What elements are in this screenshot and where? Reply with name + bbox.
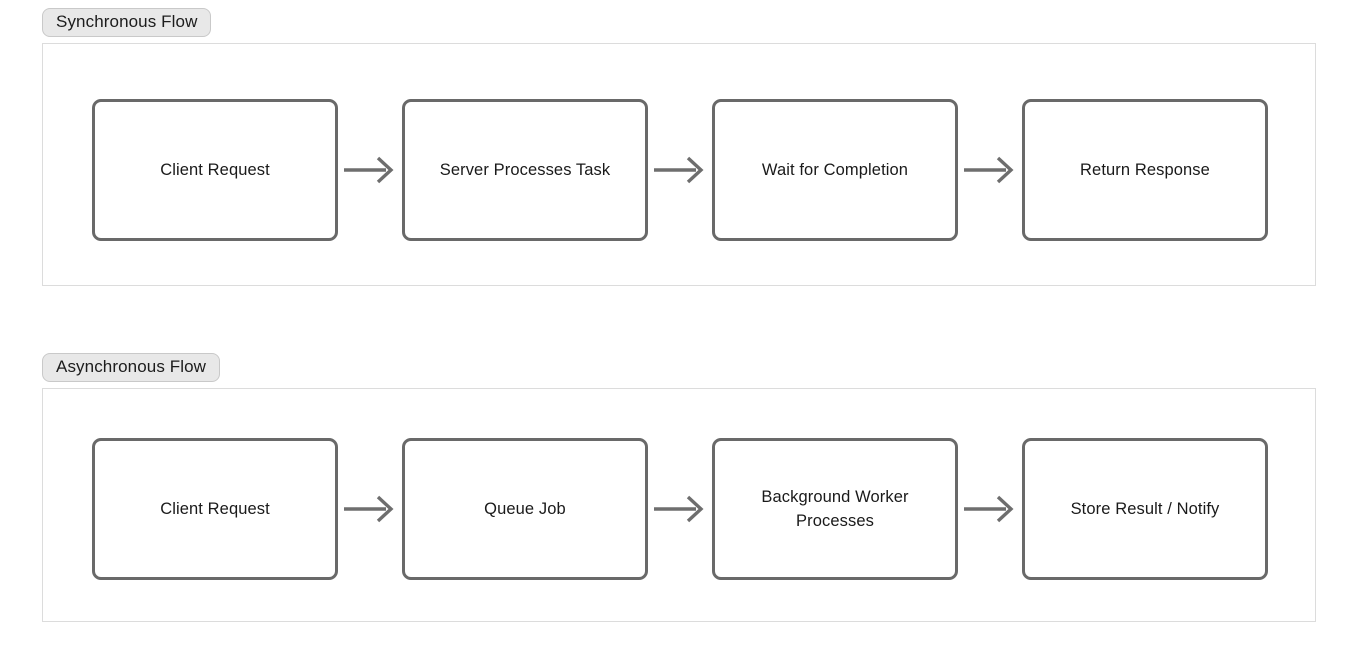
node-label: Wait for Completion bbox=[761, 160, 909, 179]
arrow-right-icon bbox=[648, 489, 712, 529]
node-label: Background Worker Processes bbox=[761, 488, 909, 530]
flow-label-asynchronous: Asynchronous Flow bbox=[42, 353, 221, 382]
flow-row-synchronous: Client Request Server Processes Task bbox=[43, 44, 1315, 285]
node-queue-job[interactable]: Queue Job bbox=[402, 438, 648, 580]
flow-group-synchronous: Synchronous Flow Client Request Server P… bbox=[42, 8, 1316, 286]
node-client-request[interactable]: Client Request bbox=[92, 438, 338, 580]
flow-row-asynchronous: Client Request Queue Job bbox=[43, 389, 1315, 621]
flow-label-synchronous: Synchronous Flow bbox=[42, 8, 212, 37]
flow-group-asynchronous: Asynchronous Flow Client Request Queue J… bbox=[42, 353, 1316, 622]
flow-panel-synchronous: Client Request Server Processes Task bbox=[42, 43, 1316, 286]
node-wait-for-completion[interactable]: Wait for Completion bbox=[712, 98, 958, 241]
node-client-request[interactable]: Client Request bbox=[92, 98, 338, 241]
node-label: Client Request bbox=[160, 160, 270, 179]
node-label: Queue Job bbox=[484, 500, 566, 518]
arrow-right-icon bbox=[648, 150, 712, 190]
arrow-right-icon bbox=[958, 489, 1022, 529]
arrow-right-icon bbox=[958, 150, 1022, 190]
node-return-response[interactable]: Return Response bbox=[1022, 98, 1268, 241]
arrow-right-icon bbox=[338, 150, 402, 190]
node-label: Server Processes Task bbox=[439, 160, 611, 179]
node-label: Store Result / Notify bbox=[1070, 500, 1220, 518]
node-server-processes-task[interactable]: Server Processes Task bbox=[402, 98, 648, 241]
node-label: Client Request bbox=[160, 500, 270, 518]
flow-panel-asynchronous: Client Request Queue Job bbox=[42, 388, 1316, 622]
node-store-result-notify[interactable]: Store Result / Notify bbox=[1022, 438, 1268, 580]
arrow-right-icon bbox=[338, 489, 402, 529]
node-label: Return Response bbox=[1080, 160, 1210, 179]
node-background-worker-processes[interactable]: Background Worker Processes bbox=[712, 438, 958, 580]
